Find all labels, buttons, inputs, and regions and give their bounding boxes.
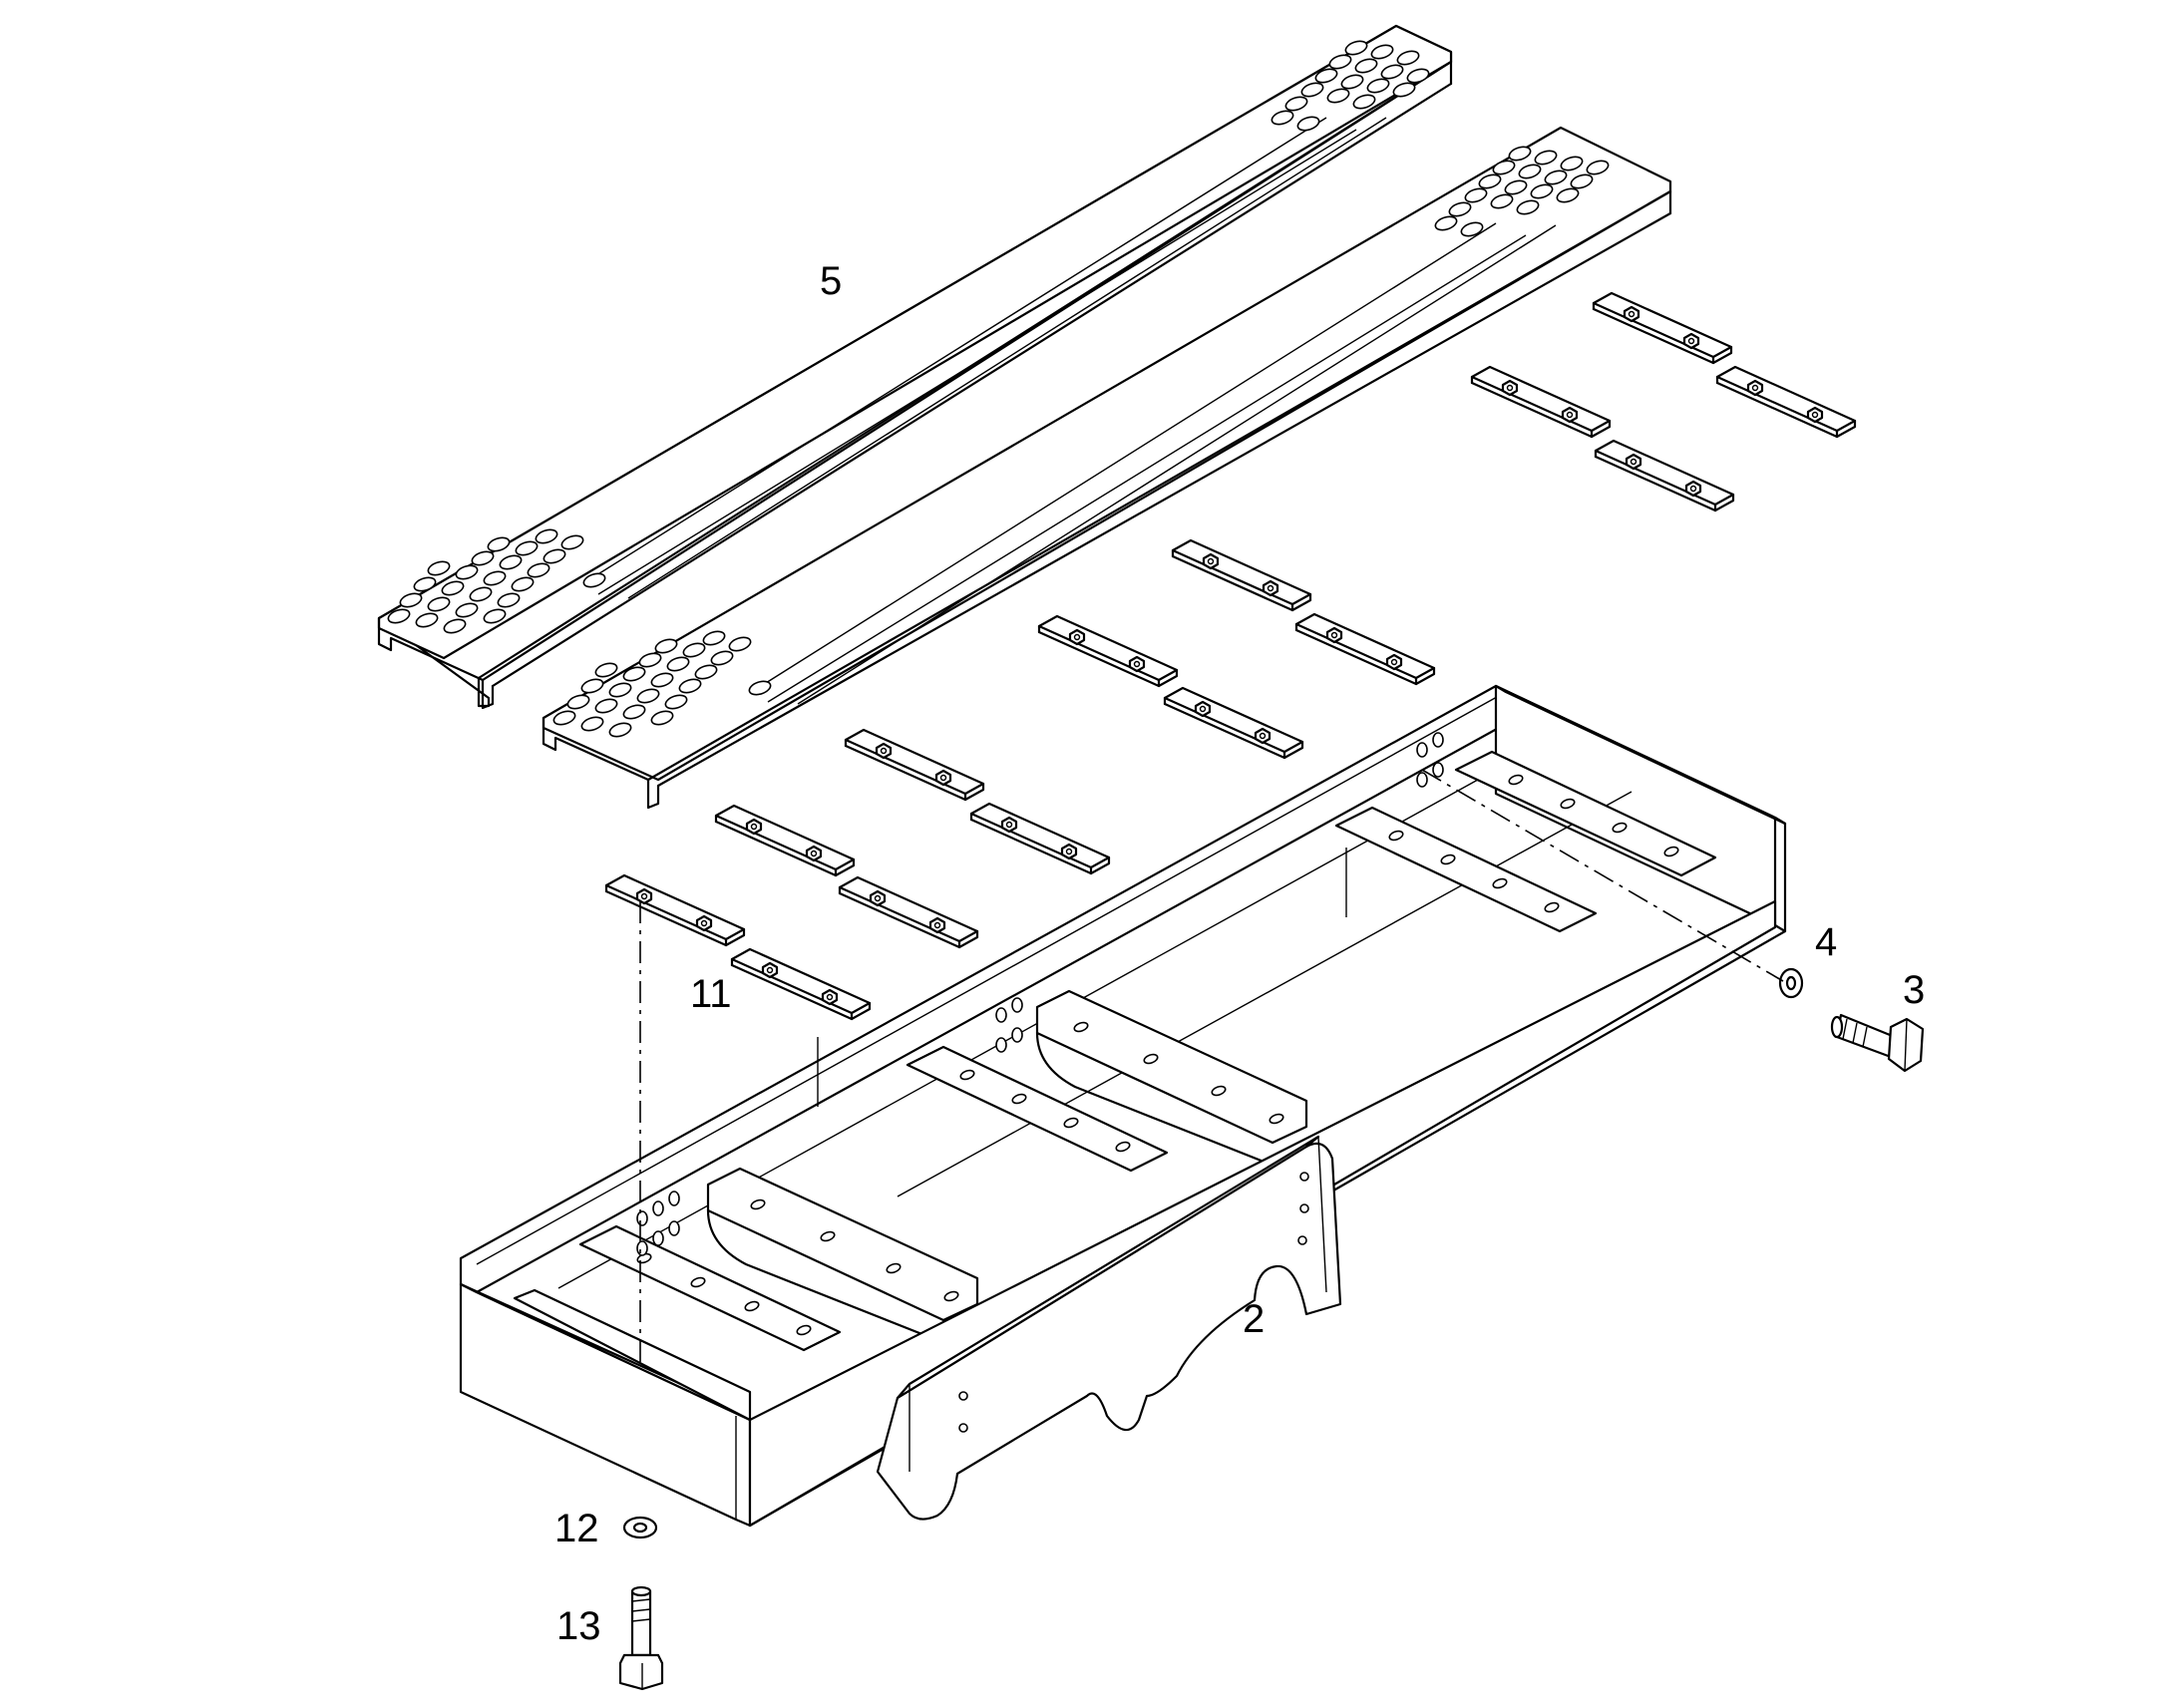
washer-12: [622, 1516, 658, 1539]
clamp-plate: [1592, 291, 1733, 365]
clamp-plate: [714, 804, 856, 877]
clamp-plate: [1163, 686, 1304, 760]
clamp-plate: [604, 873, 746, 947]
step-frame: [459, 684, 1787, 1528]
clamp-plate: [1037, 614, 1179, 688]
callout-3: 3: [1903, 968, 1925, 1012]
step-tread-rear: [377, 24, 1453, 710]
clamp-plate: [1470, 365, 1612, 439]
clamp-plate: [730, 947, 872, 1021]
step-tread-front: [542, 126, 1672, 810]
callout-2: 2: [1243, 1297, 1265, 1341]
centerline-horizontal: [1421, 769, 1784, 982]
callout-4: 4: [1815, 920, 1837, 964]
callout-11: 11: [690, 972, 732, 1016]
clamp-plate: [1594, 439, 1735, 512]
clamp-plate: [1715, 365, 1857, 439]
clamp-plate: [1171, 538, 1312, 612]
bolt-13: [618, 1585, 664, 1691]
washer-4: [1778, 967, 1804, 999]
clamp-plate: [838, 875, 979, 949]
callout-5: 5: [820, 259, 842, 303]
clamp-plate: [844, 728, 985, 802]
bolt-3: [1830, 1013, 1925, 1073]
clamp-plate: [969, 802, 1111, 875]
clamp-plate: [1294, 612, 1436, 686]
callout-12: 12: [554, 1507, 599, 1550]
callout-13: 13: [556, 1604, 601, 1648]
